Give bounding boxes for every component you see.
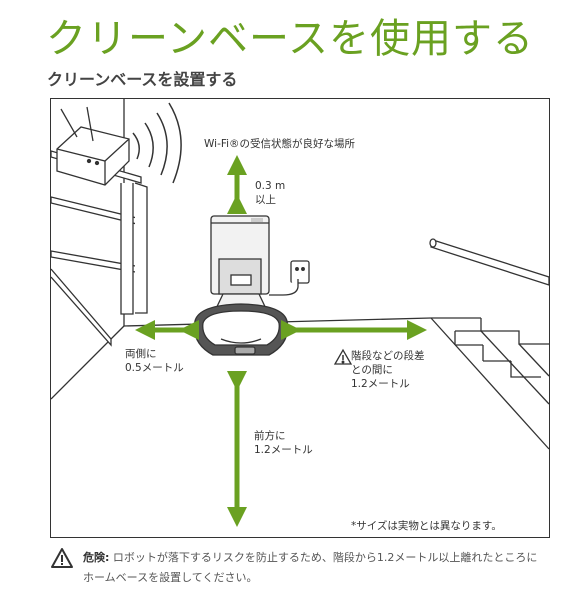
wifi-waves: [132, 102, 182, 184]
power-outlet: [269, 260, 310, 296]
page-title: クリーンベースを使用する: [46, 16, 534, 62]
stairs: [431, 317, 550, 405]
stairs-label-1: 階段などの段差: [351, 350, 425, 362]
warning-body: ロボットが落下するリスクを防止するため、階段から1.2メートル以上離れたところに…: [83, 551, 538, 584]
top-clearance-unit: 以上: [255, 194, 276, 206]
room-illustration: [51, 99, 550, 527]
sides-label-1: 両側に: [125, 348, 157, 360]
wifi-label: Wi-Fi®の受信状態が良好な場所: [204, 138, 356, 150]
placement-diagram: Wi-Fi®の受信状態が良好な場所 0.3 m 以上 両側に 0.5メートル 階…: [50, 98, 550, 538]
front-label-2: 1.2メートル: [254, 444, 313, 456]
size-note: *サイズは実物とは異なります。: [351, 520, 502, 532]
sides-label-2: 0.5メートル: [125, 362, 184, 374]
handrail: [429, 238, 550, 286]
warning-text: 危険: ロボットが落下するリスクを防止するため、階段から1.2メートル以上離れた…: [83, 548, 548, 588]
wifi-router: [56, 106, 130, 186]
stairs-label-3: 1.2メートル: [351, 378, 410, 390]
warning-icon-small: [333, 348, 353, 365]
clearance-arrows: [135, 155, 427, 527]
front-label-1: 前方に: [254, 430, 286, 442]
warning-triangle-icon: [51, 548, 73, 568]
top-clearance-value: 0.3 m: [255, 180, 286, 192]
section-subtitle: クリーンベースを設置する: [47, 70, 238, 89]
warning-heading: 危険:: [83, 551, 110, 564]
clean-base: [193, 215, 289, 356]
stairs-label-2: との間に: [351, 364, 393, 376]
